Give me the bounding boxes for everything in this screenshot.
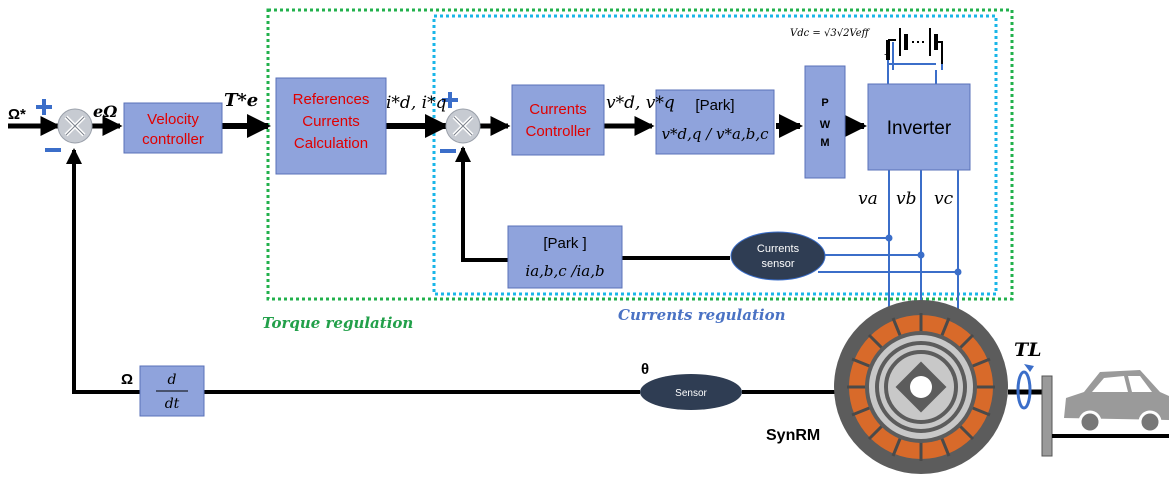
torque-ref-label: T*e	[224, 90, 258, 111]
car-icon	[1064, 370, 1169, 434]
park-current-title: [Park ]	[543, 235, 586, 252]
currents-sensor-line-2: sensor	[761, 258, 794, 270]
plus-sign-current	[442, 92, 458, 108]
currents-regulation-caption: Currents regulation	[618, 306, 786, 324]
load-torque-arrowhead	[1024, 364, 1034, 372]
derivative-denominator: dt	[165, 396, 180, 412]
torque-regulation-frame	[266, 8, 1014, 301]
synrm-motor-icon	[834, 300, 1008, 474]
park-voltage-title: [Park]	[695, 97, 734, 114]
current-feedback-line	[455, 146, 508, 262]
park-voltage-formula: v*d,q / v*a,b,c	[662, 125, 770, 143]
inverter-label: Inverter	[887, 118, 952, 139]
load-torque-label: TL	[1014, 339, 1042, 361]
references-calc-line-3: Calculation	[294, 135, 368, 152]
currents-controller-block: Currents Controller	[511, 84, 605, 156]
references-calc-line-2: Currents	[302, 113, 360, 130]
omega-ref-label: Ω*	[8, 106, 26, 123]
vc-label: vc	[934, 189, 954, 209]
omega-feedback-label: Ω	[121, 371, 133, 388]
pwm-letter-w: W	[820, 119, 831, 131]
minus-sign-current	[440, 149, 456, 153]
va-label: va	[858, 189, 878, 209]
pwm-block: P W M	[804, 65, 846, 179]
dc-battery	[886, 28, 943, 84]
vdc-label: Vdc = √3√2Veff	[790, 28, 871, 39]
pwm-letter-p: P	[821, 97, 828, 109]
references-calc-block: References Currents Calculation	[275, 77, 387, 175]
current-summing-junction	[445, 108, 481, 144]
references-calc-line-1: References	[293, 91, 370, 108]
velocity-controller-line-1: Velocity	[147, 111, 199, 128]
voltage-refs-label: v*d, v*q	[606, 93, 675, 113]
park-voltage-block: [Park] v*d,q / v*a,b,c	[655, 89, 775, 155]
position-sensor: Sensor	[640, 374, 742, 410]
theta-label: θ	[641, 361, 649, 378]
speed-feedback-line	[66, 148, 140, 394]
battery-plus: +	[884, 49, 890, 61]
derivative-numerator: d	[168, 372, 177, 388]
vb-label: vb	[896, 189, 917, 209]
minus-sign-speed	[45, 148, 61, 152]
coupling-flange	[1041, 375, 1053, 457]
plus-sign-speed	[36, 99, 52, 115]
torque-regulation-caption: Torque regulation	[262, 314, 413, 332]
currents-sensor: Currents sensor	[730, 231, 826, 281]
currents-sensor-line-1: Currents	[757, 243, 800, 255]
error-label: eΩ	[93, 102, 118, 121]
current-refs-label: i*d, i*q	[386, 93, 447, 113]
speed-summing-junction	[57, 108, 93, 144]
pwm-letter-m: M	[820, 137, 829, 149]
currents-controller-line-1: Currents	[529, 101, 587, 118]
park-current-formula: ia,b,c /ia,b	[525, 262, 604, 280]
park-current-block: [Park ] ia,b,c /ia,b	[507, 225, 623, 289]
velocity-controller-line-2: controller	[142, 131, 204, 148]
position-sensor-label: Sensor	[675, 388, 707, 399]
currents-controller-line-2: Controller	[525, 123, 590, 140]
velocity-controller-block: Velocity controller	[123, 102, 223, 154]
inverter-block: Inverter	[867, 83, 971, 171]
load-torque-arrow-icon	[1016, 370, 1032, 410]
derivative-block: d dt	[139, 365, 205, 417]
machine-label: SynRM	[766, 427, 820, 444]
phase-wires	[818, 170, 962, 318]
